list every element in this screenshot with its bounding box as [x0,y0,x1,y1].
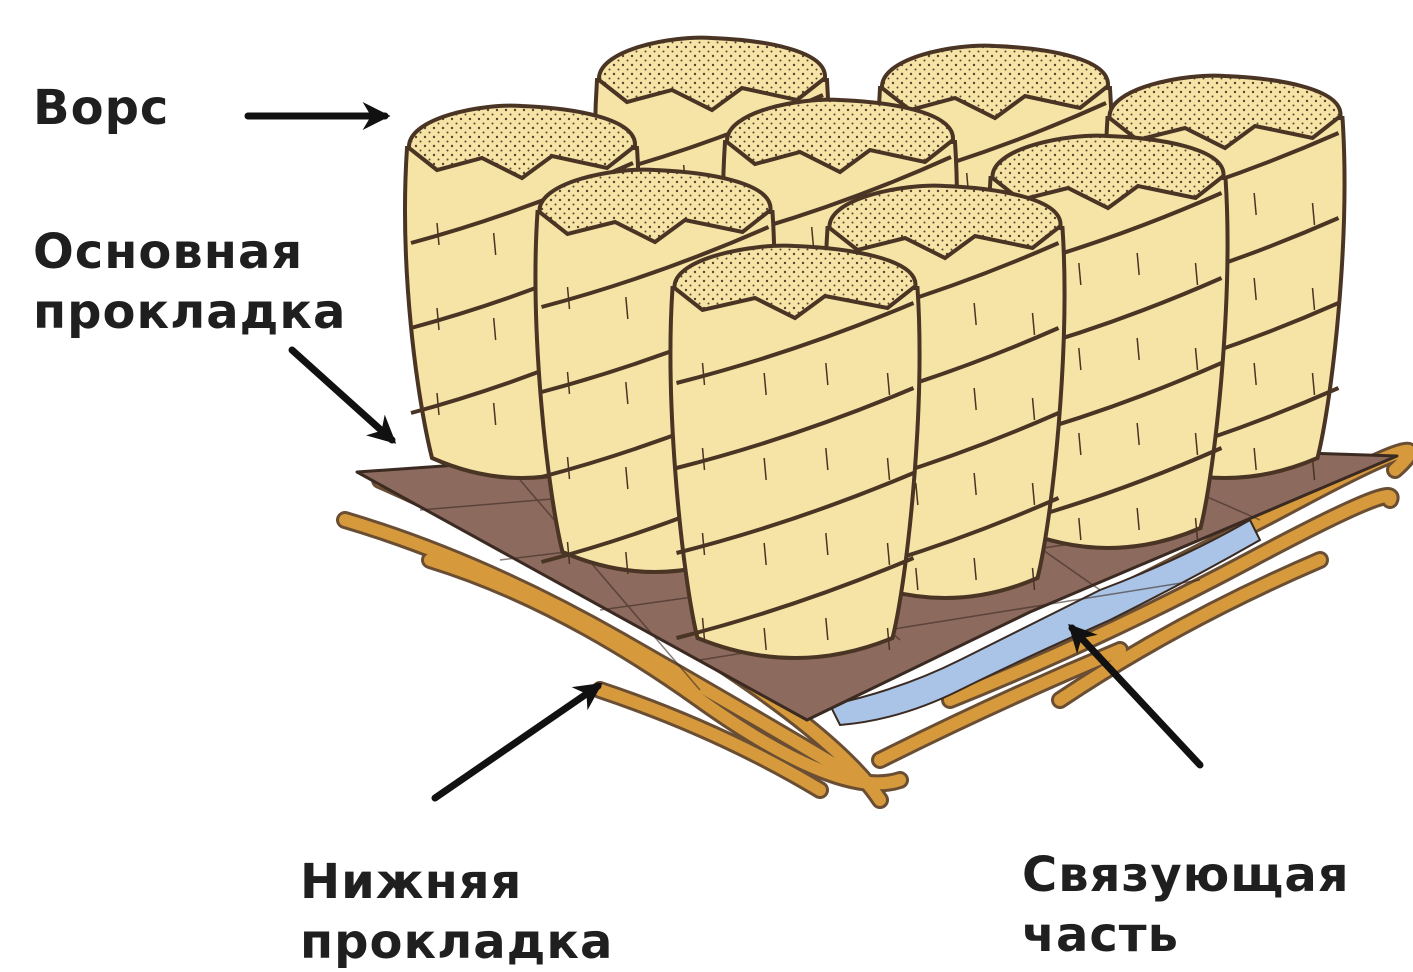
label-pile-text: Ворс [33,78,169,138]
label-primary-backing: Основная прокладка [33,222,346,342]
label-primary-backing-line-1: Основная [33,222,346,282]
label-binder-line-2: часть [1022,905,1350,965]
label-binder-line-1: Связующая [1022,845,1350,905]
yarn-tuft [671,246,920,658]
label-secondary-backing-line-2: прокладка [300,912,613,972]
label-primary-backing-line-2: прокладка [33,282,346,342]
arrow-primary-backing [292,350,392,440]
label-binder: Связующая часть [1022,845,1350,965]
label-secondary-backing: Нижняя прокладка [300,852,613,972]
arrow-secondary-backing [435,686,598,798]
label-secondary-backing-line-1: Нижняя [300,852,613,912]
label-pile: Ворс [33,78,169,138]
